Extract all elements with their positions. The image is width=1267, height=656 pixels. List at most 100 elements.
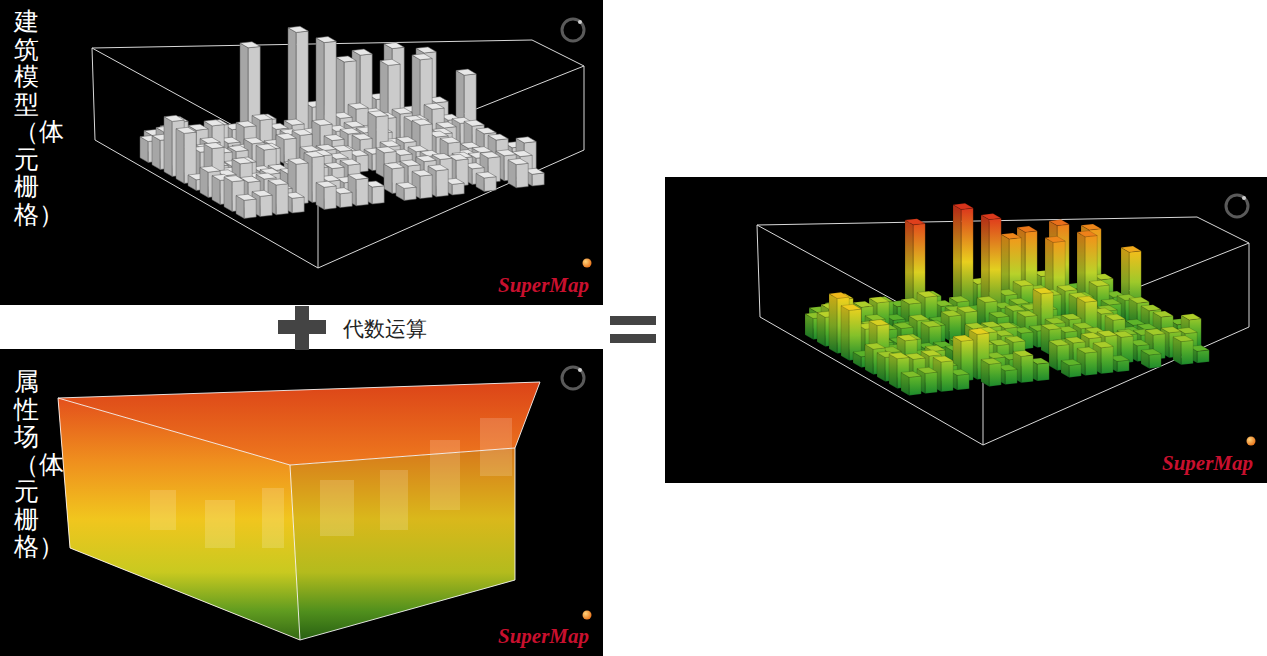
building-roof	[380, 141, 400, 147]
building-roof	[280, 168, 300, 174]
building-roof	[849, 323, 869, 329]
volume-face	[58, 398, 300, 640]
building-face	[873, 339, 881, 357]
building-face	[1169, 320, 1177, 340]
building-roof	[256, 114, 276, 120]
building-roof	[392, 149, 412, 155]
building-roof	[228, 184, 248, 190]
building-roof	[1129, 297, 1149, 303]
building-face	[244, 139, 252, 167]
building-roof	[208, 120, 228, 126]
building-roof	[1121, 327, 1141, 333]
building-shade	[1061, 361, 1069, 378]
building-shade	[977, 328, 985, 362]
building-roof	[524, 168, 544, 174]
building-roof	[1013, 327, 1033, 333]
building-face	[296, 163, 308, 204]
building-shade	[965, 324, 973, 355]
building-face	[1021, 332, 1033, 350]
building-face	[909, 339, 921, 362]
building-roof	[304, 101, 324, 107]
building-face	[881, 301, 893, 323]
building-roof	[861, 321, 881, 327]
faint-buildings	[150, 418, 512, 548]
building-face	[220, 139, 228, 154]
building-face	[260, 171, 272, 184]
building-shade	[1089, 282, 1097, 316]
building-shade	[1129, 341, 1137, 361]
building-roof	[232, 158, 252, 164]
building-roof	[284, 160, 304, 166]
building-roof	[144, 129, 164, 135]
building-roof	[252, 114, 272, 120]
building-face	[989, 341, 997, 369]
building-roof	[869, 297, 889, 303]
building-face	[817, 311, 829, 330]
building-face	[164, 131, 176, 161]
building-shade	[1097, 307, 1105, 332]
building-face	[468, 154, 476, 176]
building-roof	[516, 137, 536, 143]
building-roof	[200, 166, 220, 172]
building-face	[144, 131, 152, 154]
building-face	[300, 165, 312, 196]
vertical-title: 建筑模型（体元栅格）	[14, 8, 39, 228]
building-shade	[1077, 298, 1085, 343]
building-roof	[957, 337, 977, 343]
building-face	[1081, 334, 1089, 367]
building-roof	[256, 173, 276, 179]
building-roof	[404, 116, 424, 122]
building-face	[440, 116, 448, 138]
building-roof	[1105, 314, 1125, 320]
faint-building	[262, 488, 284, 548]
building-face	[833, 295, 841, 345]
building-face	[1029, 309, 1041, 332]
building-roof	[1001, 354, 1021, 360]
building-face	[1037, 290, 1049, 314]
building-face	[428, 155, 440, 181]
building-face	[276, 135, 284, 164]
building-face	[1069, 364, 1081, 377]
building-roof	[352, 134, 372, 140]
building-face	[893, 363, 901, 380]
building-face	[216, 171, 224, 196]
building-shade	[1029, 359, 1037, 381]
building-roof	[921, 291, 941, 297]
building-shade	[1137, 325, 1145, 344]
building-face	[881, 342, 893, 357]
building-roof	[236, 194, 256, 200]
building-face	[360, 126, 368, 146]
building-face	[168, 129, 180, 151]
building-roof	[1033, 288, 1053, 294]
building-face	[977, 328, 985, 362]
building-roof	[1049, 315, 1069, 321]
building-face	[905, 220, 913, 320]
building-face	[825, 303, 833, 329]
building-face	[264, 178, 276, 208]
building-face	[1173, 337, 1185, 349]
building-face	[1013, 310, 1025, 334]
building-face	[344, 123, 352, 148]
building-roof	[1165, 332, 1185, 338]
building-face	[284, 138, 296, 164]
building-roof	[893, 322, 913, 328]
building-face	[953, 350, 965, 366]
building-face	[965, 324, 973, 355]
building-roof	[1117, 329, 1137, 335]
building-roof	[472, 147, 492, 153]
building-face	[188, 126, 196, 158]
building-roof	[1113, 331, 1133, 337]
building-roof	[985, 352, 1005, 358]
building-roof	[384, 163, 404, 169]
building-face	[240, 43, 248, 143]
building-face	[1057, 344, 1069, 370]
volume-top	[58, 382, 540, 465]
building-face	[268, 166, 276, 182]
building-face	[1013, 341, 1025, 367]
building-face	[332, 139, 344, 158]
building-shade	[1173, 337, 1181, 365]
building-roof	[180, 145, 200, 151]
building-roof	[977, 296, 997, 302]
building-roof	[1121, 246, 1141, 252]
